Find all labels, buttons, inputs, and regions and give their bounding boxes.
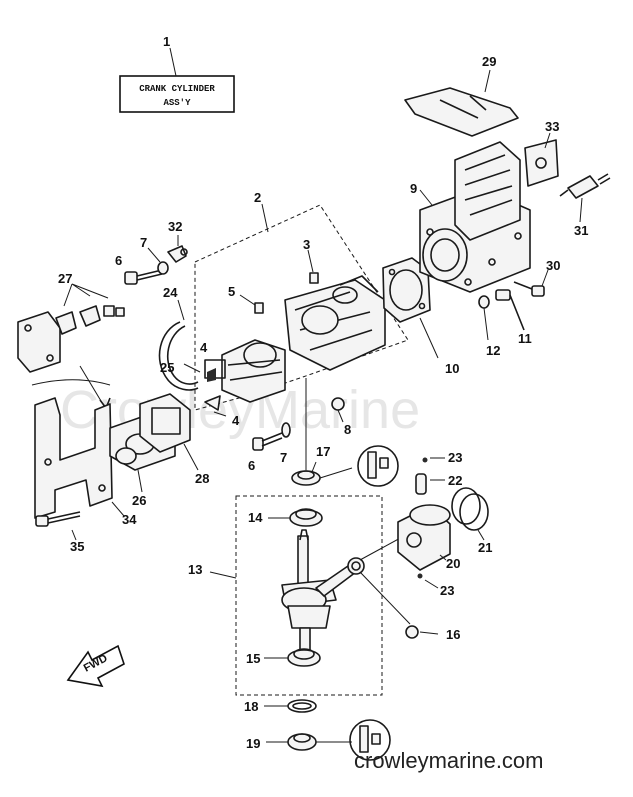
- crankshaft-assembly-outline: [235, 495, 383, 696]
- bearing-17[interactable]: [291, 470, 321, 486]
- hose-24[interactable]: [158, 321, 199, 391]
- callout-16: 16: [446, 627, 460, 642]
- washer-7-lower[interactable]: [281, 422, 291, 438]
- callout-14: 14: [248, 510, 263, 525]
- callout-4-lower: 4: [232, 413, 240, 428]
- callout-1: 1: [163, 34, 170, 49]
- callout-7-upper: 7: [140, 235, 147, 250]
- piston-rings-21[interactable]: [451, 487, 489, 531]
- callout-6-lower: 6: [248, 458, 255, 473]
- dowel-pin-8[interactable]: [331, 397, 345, 411]
- callout-17: 17: [316, 444, 330, 459]
- callout-28: 28: [195, 471, 209, 486]
- callout-18: 18: [244, 699, 258, 714]
- callout-4-upper: 4: [200, 340, 208, 355]
- washer-18[interactable]: [287, 699, 317, 713]
- callout-31: 31: [574, 223, 588, 238]
- piston-pin-22[interactable]: [415, 473, 427, 495]
- cylinder-9[interactable]: [419, 141, 531, 293]
- connecting-rod[interactable]: [315, 557, 365, 597]
- callout-27: 27: [58, 271, 72, 286]
- callout-23-upper: 23: [448, 450, 462, 465]
- crankcase-assembly-outline: [194, 204, 409, 411]
- callout-29: 29: [482, 54, 496, 69]
- site-url: crowleymarine.com: [354, 748, 544, 773]
- callout-23-lower: 23: [440, 583, 454, 598]
- callout-12: 12: [486, 343, 500, 358]
- callout-7-lower: 7: [280, 450, 287, 465]
- bearing-19[interactable]: [287, 733, 317, 751]
- dowel-pin-3[interactable]: [309, 272, 319, 284]
- exhaust-cover-27[interactable]: [17, 305, 125, 373]
- callout-13: 13: [188, 562, 202, 577]
- clip-23-upper[interactable]: [422, 457, 428, 463]
- bolt-6-upper[interactable]: [124, 269, 163, 285]
- bolt-35[interactable]: [35, 511, 81, 527]
- callout-11: 11: [518, 331, 532, 346]
- bearing-14[interactable]: [289, 508, 323, 527]
- callout-30: 30: [546, 258, 560, 273]
- callout-26: 26: [132, 493, 146, 508]
- title-box: CRANK CYLINDER ASS'Y: [119, 47, 235, 113]
- callout-34: 34: [122, 512, 137, 527]
- needle-bearing-16[interactable]: [405, 625, 419, 639]
- callout-10: 10: [445, 361, 459, 376]
- seal-4-lower[interactable]: [204, 395, 221, 411]
- detail-circle-upper: [357, 445, 399, 487]
- callout-6-upper: 6: [115, 253, 122, 268]
- piston-20[interactable]: [397, 504, 451, 571]
- washer-12[interactable]: [478, 295, 490, 309]
- callout-24: 24: [163, 285, 178, 300]
- callout-9: 9: [410, 181, 417, 196]
- callout-8: 8: [344, 422, 351, 437]
- crankcase-rear-half[interactable]: [284, 275, 386, 371]
- callout-2: 2: [254, 190, 261, 205]
- gasket-28[interactable]: [139, 393, 191, 453]
- dowel-pin-5[interactable]: [254, 302, 264, 314]
- callout-3: 3: [303, 237, 310, 252]
- bolt-30[interactable]: [513, 281, 545, 297]
- clamp-32[interactable]: [167, 245, 188, 263]
- callout-15: 15: [246, 651, 260, 666]
- seal-4-upper[interactable]: [207, 368, 216, 382]
- callout-20: 20: [446, 556, 460, 571]
- bearing-15[interactable]: [287, 648, 321, 667]
- gasket-10[interactable]: [382, 257, 431, 323]
- head-cover-29[interactable]: [404, 87, 519, 137]
- bolt-11[interactable]: [495, 289, 525, 331]
- bolt-6-lower[interactable]: [252, 432, 283, 451]
- callout-32: 32: [168, 219, 182, 234]
- callout-5: 5: [228, 284, 235, 299]
- callout-33: 33: [545, 119, 559, 134]
- detail-circle-lower: [349, 719, 391, 761]
- callout-35: 35: [70, 539, 84, 554]
- callout-19: 19: [246, 736, 260, 751]
- title-box-line2: ASS'Y: [163, 98, 191, 108]
- callout-21: 21: [478, 540, 492, 555]
- callout-22: 22: [448, 473, 462, 488]
- clip-23-lower[interactable]: [417, 573, 423, 579]
- washer-7-upper[interactable]: [157, 261, 169, 275]
- crankcase-front-half[interactable]: [204, 339, 286, 403]
- title-box-line1: CRANK CYLINDER: [139, 84, 215, 94]
- gasket-33[interactable]: [524, 139, 559, 187]
- fwd-direction-arrow: FWD: [66, 644, 125, 688]
- callout-25: 25: [160, 360, 174, 375]
- spark-plug-31[interactable]: [559, 173, 611, 199]
